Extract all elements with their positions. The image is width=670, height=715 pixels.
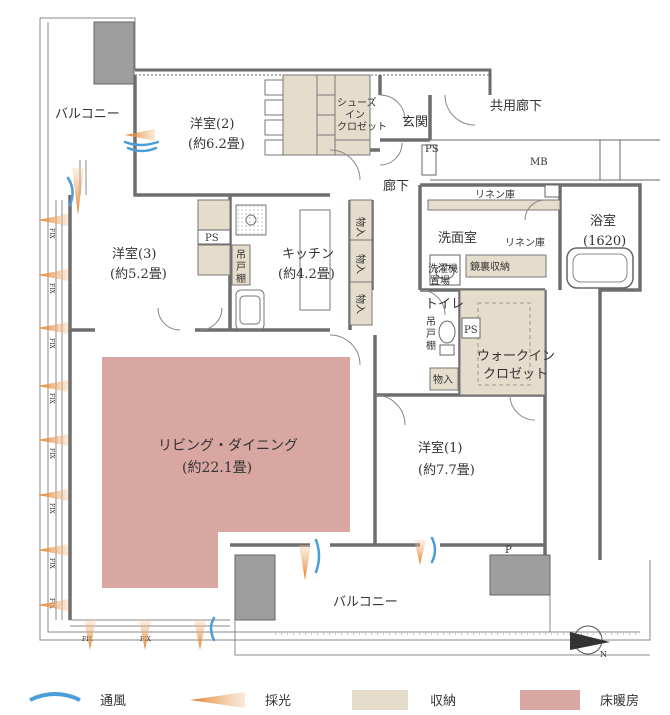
wic-1: ウォークイン — [477, 349, 555, 364]
common-corridor-label: 共用廊下 — [490, 98, 542, 114]
daylight-arrows-south — [72, 168, 426, 650]
washer-1: 洗濯機 — [428, 262, 458, 275]
kitchen-size: (約4.2畳) — [278, 267, 335, 282]
kitchen-name: キッチン — [282, 247, 334, 262]
hanging-shelf-1: 吊 — [236, 249, 246, 261]
storage-dividers — [317, 75, 372, 283]
toilet-label: トイレ — [425, 297, 464, 312]
ps-label-2: PS — [205, 233, 219, 244]
hanging-shelf-2: 戸 — [236, 261, 246, 273]
mirror-storage-label: 鏡裏収納 — [470, 260, 510, 273]
fix-label-3: FIX — [48, 338, 55, 350]
kitchen-fixtures — [235, 204, 267, 331]
fix-label-9: FIX — [82, 636, 94, 643]
legend-light-swatch — [190, 692, 245, 708]
floor-heating-area — [102, 357, 350, 588]
compass: N — [570, 625, 610, 659]
p-mark: P — [505, 545, 512, 556]
bedroom1-name: 洋室(1) — [418, 440, 462, 456]
ps-label-3: PS — [464, 325, 478, 336]
fix-label-4: FIX — [48, 393, 55, 405]
storage-2: 物入 — [354, 254, 367, 274]
legend-ventilation: 通風 — [100, 694, 126, 709]
bath-name: 浴室 — [590, 213, 616, 229]
bedroom3-name: 洋室(3) — [112, 246, 156, 262]
bedroom1-size: (約7.7畳) — [418, 463, 475, 478]
legend-wind-swatch — [29, 692, 81, 702]
storage-areas — [197, 74, 561, 396]
hanging-shelf2-2: 戸 — [426, 328, 436, 340]
wic-2: クロゼット — [483, 367, 548, 382]
wash-basin — [429, 254, 461, 286]
linen-label: リネン庫 — [475, 188, 515, 201]
living-name: リビング・ダイニング — [158, 438, 298, 454]
fix-label-1: FIX — [48, 228, 55, 240]
living-size: (約22.1畳) — [182, 460, 252, 476]
fix-label-6: FIX — [48, 503, 55, 515]
legend-floor-heating: 床暖房 — [600, 693, 639, 709]
linen2-label: リネン庫 — [505, 236, 545, 249]
legend-storage: 収納 — [430, 694, 456, 709]
storage-1: 物入 — [354, 217, 367, 237]
bedroom2-name: 洋室(2) — [190, 116, 234, 132]
wind-arrows — [66, 140, 437, 642]
wic-rail — [477, 302, 531, 386]
storage-toilet: 物入 — [433, 373, 453, 386]
closet-door-ticks — [264, 79, 331, 311]
fix-label-7: FIX — [48, 558, 55, 570]
balcony-bottom-label: バルコニー — [333, 595, 398, 610]
bedroom2-size: (約6.2畳) — [188, 137, 245, 152]
hanging-shelf-3: 棚 — [236, 272, 246, 285]
bath-size: (1620) — [583, 234, 626, 249]
legend: 通風 採光 収納 床暖房 — [29, 690, 639, 710]
bottom-balcony-rail — [234, 595, 650, 656]
legend-daylight: 採光 — [265, 694, 291, 709]
door-swings — [157, 94, 546, 426]
hanging-shelf2-3: 棚 — [426, 339, 436, 352]
hanging-shelf2-1: 吊 — [426, 316, 436, 328]
room-labels: バルコニー 洋室(2) (約6.2畳) シューズ イン クロゼット 玄関 共用廊… — [55, 96, 626, 610]
entrance-label: 玄関 — [402, 115, 428, 130]
bedroom3-size: (約5.2畳) — [110, 267, 167, 282]
outer-frame — [39, 17, 651, 641]
mb-label: MB — [530, 157, 548, 168]
fix-label-5: FIX — [48, 448, 55, 460]
storage-3: 物入 — [354, 294, 367, 314]
shoes-closet-3: クロゼット — [337, 121, 387, 133]
legend-storage-swatch — [352, 690, 408, 710]
toilet-fixture — [438, 320, 456, 356]
shoes-closet-1: シューズ — [337, 96, 377, 109]
washer-2: 置場 — [430, 274, 450, 287]
daylight-arrows-west — [38, 129, 155, 611]
bathtub — [566, 247, 634, 289]
ps-boxes — [93, 21, 560, 621]
compass-north: N — [600, 650, 607, 659]
legend-heating-swatch — [520, 690, 580, 710]
corridor-label: 廊下 — [383, 178, 409, 194]
shoes-closet-2: イン — [345, 110, 365, 121]
ps-label-1: PS — [425, 144, 439, 155]
balcony-top-label: バルコニー — [55, 107, 120, 122]
fix-label-2: FIX — [48, 283, 55, 295]
wash-room-label: 洗面室 — [438, 230, 477, 246]
